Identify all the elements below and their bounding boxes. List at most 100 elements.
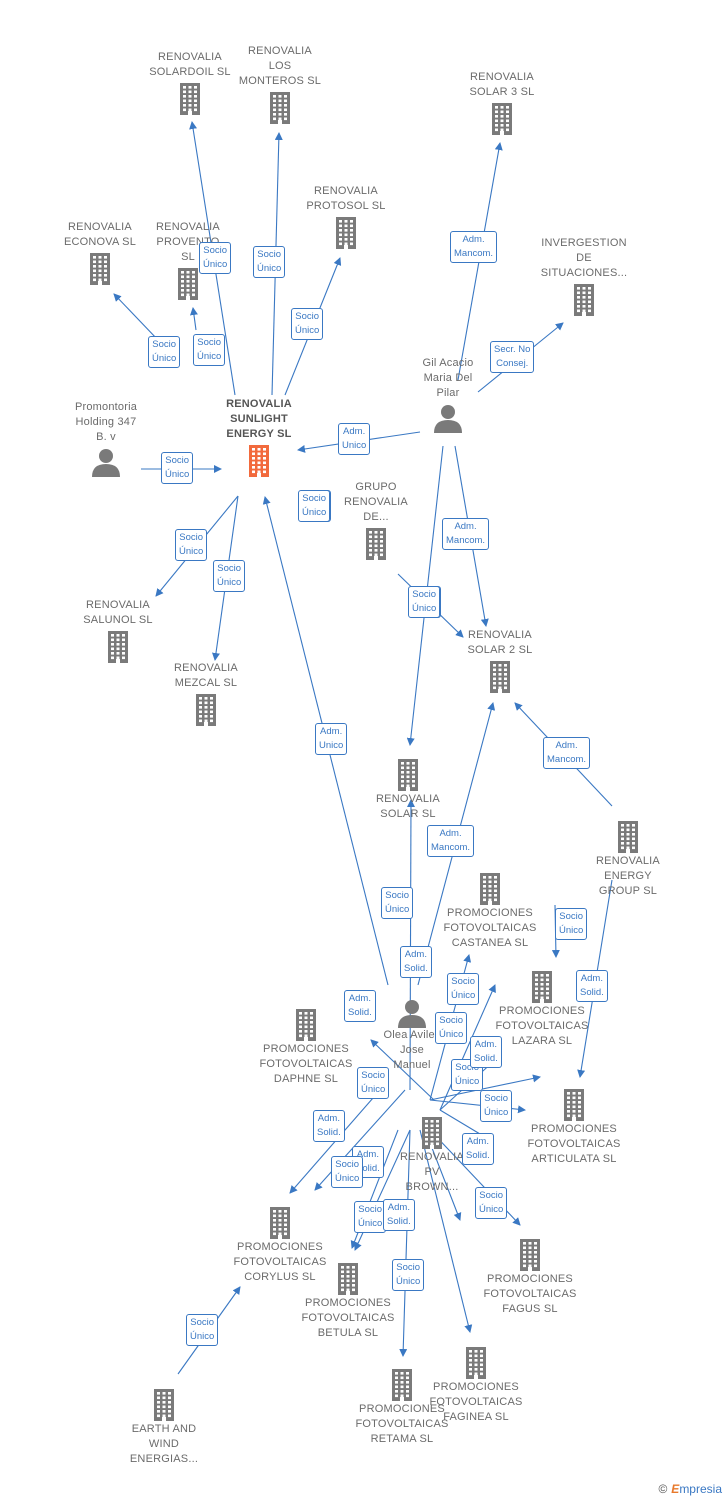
edge-label: Socio Único [381,887,414,919]
building-icon [422,1117,442,1149]
node-lazara[interactable]: PROMOCIONES FOTOVOLTAICAS LAZARA SL [482,968,602,1049]
node-solar3[interactable]: RENOVALIA SOLAR 3 SL [442,70,562,136]
node-fagus[interactable]: PROMOCIONES FOTOVOLTAICAS FAGUS SL [470,1236,590,1317]
node-label: RENOVALIA ENERGY GROUP SL [596,855,660,897]
node-faginea[interactable]: PROMOCIONES FOTOVOLTAICAS FAGINEA SL [416,1344,536,1425]
node-label: RENOVALIA SOLARDOIL SL [149,51,231,78]
edge-label: Adm. Solid. [576,970,608,1002]
node-label: GRUPO RENOVALIA DE... [344,481,408,523]
edge-label: Socio Único [291,308,324,340]
edge-label: Socio Único [186,1314,219,1346]
building-icon [108,631,128,663]
edge-label: Adm. Mancom. [450,231,498,263]
edge-line [113,293,159,341]
copyright-symbol: © [658,1482,668,1496]
node-salunol[interactable]: RENOVALIA SALUNOL SL [58,598,178,664]
node-earth[interactable]: EARTH AND WIND ENERGIAS... [104,1386,224,1467]
building-icon [180,83,200,115]
edge-line [370,1039,435,1101]
building-icon [336,217,356,249]
edge-label: Socio Único [408,586,441,618]
building-icon [196,694,216,726]
building-icon [296,1009,316,1041]
edge-label: Adm. Solid. [462,1133,494,1165]
edge-label: Socio Único [298,490,331,522]
node-betula[interactable]: PROMOCIONES FOTOVOLTAICAS BETULA SL [288,1260,408,1341]
node-label: RENOVALIA LOS MONTEROS SL [238,45,322,87]
node-label: RENOVALIA SOLAR SL [376,793,440,820]
node-econova[interactable]: RENOVALIA ECONOVA SL [40,220,160,286]
node-label: PROMOCIONES FOTOVOLTAICAS ARTICULATA SL [527,1123,621,1165]
edge-line [189,307,198,331]
credit: ©Empresia [658,1482,722,1496]
building-icon [154,1389,174,1421]
edge-label: Socio Único [480,1090,513,1122]
building-icon [249,445,269,477]
building-icon [392,1369,412,1401]
node-solardoil[interactable]: RENOVALIA SOLARDOIL SL [130,50,250,116]
node-label: PROMOCIONES FOTOVOLTAICAS FAGUS SL [483,1273,577,1315]
building-icon [178,268,198,300]
node-grupo[interactable]: GRUPO RENOVALIA DE... [316,480,436,561]
edge-label: Socio Único [447,973,480,1005]
node-corylus[interactable]: PROMOCIONES FOTOVOLTAICAS CORYLUS SL [220,1204,340,1285]
edge-label: Socio Único [331,1156,364,1188]
building-icon [480,873,500,905]
edge-label: Adm. Solid. [400,946,432,978]
node-label: Olea Aviles Jose Manuel [383,1029,441,1071]
edge-label: Socio Único [475,1187,508,1219]
building-icon [270,1207,290,1239]
node-label: PROMOCIONES FOTOVOLTAICAS FAGINEA SL [429,1381,523,1423]
node-invergestion[interactable]: INVERGESTION DE SITUACIONES... [524,236,644,317]
node-castanea[interactable]: PROMOCIONES FOTOVOLTAICAS CASTANEA SL [430,870,550,951]
edge-label: Socio Único [354,1201,387,1233]
node-olea[interactable]: Olea Aviles Jose Manuel [352,996,472,1073]
building-icon [520,1239,540,1271]
edge-label: Socio Único [199,242,232,274]
edge-label: Socio Único [213,560,246,592]
node-label: RENOVALIA MEZCAL SL [174,662,238,689]
node-sunlight[interactable]: RENOVALIA SUNLIGHT ENERGY SL [199,397,319,478]
node-retama[interactable]: PROMOCIONES FOTOVOLTAICAS RETAMA SL [342,1366,462,1447]
node-pvbrown[interactable]: RENOVALIA PV BROWN... [372,1114,492,1195]
edge-line [439,984,496,1111]
edge-label: Secr. No Consej. [490,341,535,373]
building-icon [618,821,638,853]
node-label: PROMOCIONES FOTOVOLTAICAS RETAMA SL [355,1403,449,1445]
edge-line [406,799,415,1091]
edge-label: Socio Único [175,529,208,561]
edge-label: Socio Único [555,908,588,940]
node-label: RENOVALIA SALUNOL SL [83,599,153,626]
edge-label: Adm. Solid. [313,1110,345,1142]
node-energygroup[interactable]: RENOVALIA ENERGY GROUP SL [568,818,688,899]
edge-label: Adm. Mancom. [543,737,591,769]
edge-label: Adm. Solid. [344,990,376,1022]
node-label: RENOVALIA SOLAR 3 SL [469,71,535,98]
node-promontoria[interactable]: Promontoria Holding 347 B. v [46,400,166,477]
building-icon [398,759,418,791]
building-icon [466,1347,486,1379]
edge-label: Socio Único [435,1012,468,1044]
node-label: RENOVALIA SOLAR 2 SL [467,629,533,656]
edge-line [399,1129,411,1357]
node-solar2[interactable]: RENOVALIA SOLAR 2 SL [440,628,560,694]
edge-label: Adm. Unico [315,723,348,755]
building-icon [366,528,386,560]
node-gil[interactable]: Gil Acacio Maria Del Pilar [388,356,508,433]
node-daphne[interactable]: PROMOCIONES FOTOVOLTAICAS DAPHNE SL [246,1006,366,1087]
node-protosol[interactable]: RENOVALIA PROTOSOL SL [286,184,406,250]
node-solarsl[interactable]: RENOVALIA SOLAR SL [348,756,468,822]
person-icon [398,1000,426,1028]
building-icon [574,284,594,316]
edge-line [314,1089,406,1191]
node-articulata[interactable]: PROMOCIONES FOTOVOLTAICAS ARTICULATA SL [514,1086,634,1167]
brand-name: mpresia [679,1482,722,1496]
building-icon [270,92,290,124]
edge-line [429,1074,541,1101]
node-monteros[interactable]: RENOVALIA LOS MONTEROS SL [220,44,340,125]
building-icon [338,1263,358,1295]
node-mezcal[interactable]: RENOVALIA MEZCAL SL [146,661,266,727]
edge-label: Adm. Unico [338,423,371,455]
building-icon [90,253,110,285]
